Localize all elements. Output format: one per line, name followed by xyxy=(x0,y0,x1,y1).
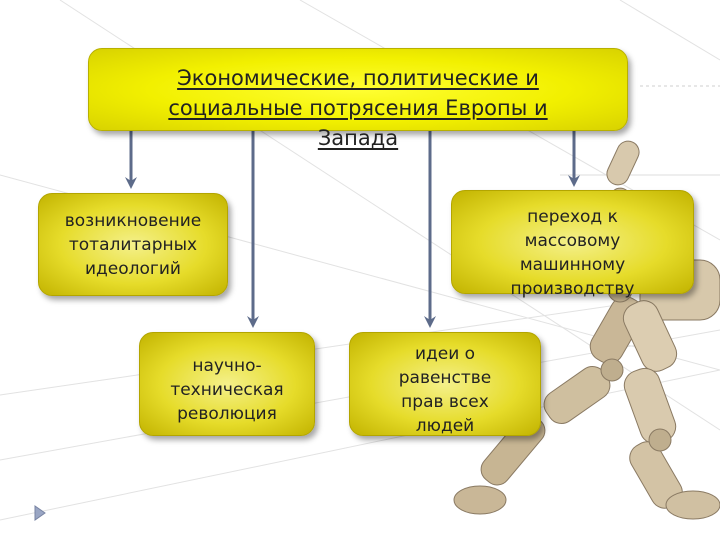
revolution-box: научно- техническая революция xyxy=(139,332,315,436)
ideologies-box: возникновение тоталитарных идеологий xyxy=(38,193,228,296)
main-topic-label: Экономические, политические и социальные… xyxy=(168,65,548,150)
equality-label: идеи о равенстве прав всех людей xyxy=(398,344,492,436)
mass-production-label: переход к массовому машинному производст… xyxy=(510,207,635,299)
revolution-label: научно- техническая революция xyxy=(170,356,284,424)
equality-box: идеи о равенстве прав всех людей xyxy=(349,332,541,436)
mass-production-box: переход к массовому машинному производст… xyxy=(451,190,694,299)
main-topic-box: Экономические, политические и социальные… xyxy=(88,48,628,150)
navigation-triangle-icon[interactable] xyxy=(33,505,47,521)
ideologies-label: возникновение тоталитарных идеологий xyxy=(64,210,202,279)
